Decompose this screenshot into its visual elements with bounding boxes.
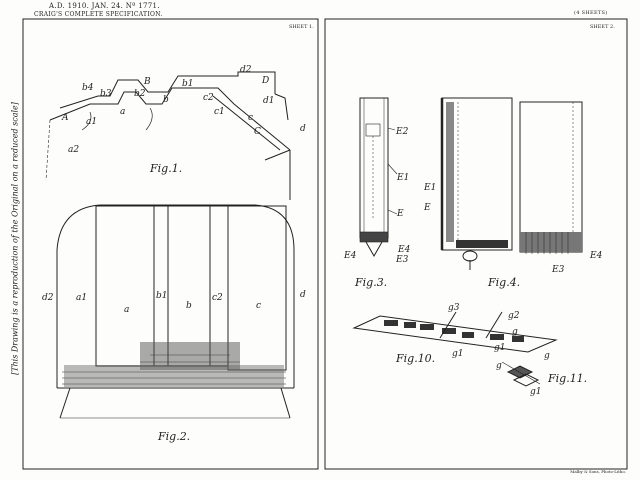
fig1-drawing <box>45 71 291 200</box>
fig3-drawing <box>359 97 398 258</box>
fig10-caption: Fig.10. <box>395 352 435 365</box>
label-b1: b1 <box>156 291 168 301</box>
label-d2: d2 <box>240 65 252 75</box>
label-a: a <box>120 107 125 117</box>
sheet-1-label: SHEET 1. <box>289 24 314 30</box>
label-b2: b2 <box>134 89 146 99</box>
fig4-drawing <box>440 97 583 270</box>
label-D: D <box>261 76 269 86</box>
label-g1: g1 <box>530 387 542 397</box>
sheet-borders <box>22 18 628 470</box>
fig2-caption: Fig.2. <box>157 430 190 443</box>
label-E1: E1 <box>396 173 409 183</box>
label-B: B <box>143 77 151 87</box>
label-d1: d1 <box>263 96 275 106</box>
label-g-right: g <box>544 351 550 361</box>
fig2-labels: d2 a1 a b1 b c2 c d Fig.2. <box>42 290 306 443</box>
label-b: b <box>163 95 169 105</box>
label-a1: a1 <box>86 117 97 127</box>
label-g1-second: g1 <box>494 343 506 353</box>
label-E: E <box>423 203 431 213</box>
fig11-labels: g g1 Fig.11. <box>496 361 587 397</box>
fig1-caption: Fig.1. <box>149 162 182 175</box>
specification-line: CRAIG'S COMPLETE SPECIFICATION. <box>34 11 163 18</box>
fig4-caption: Fig.4. <box>487 276 520 289</box>
label-E2: E2 <box>395 127 409 137</box>
label-E4: E4 <box>589 251 603 261</box>
label-d: d <box>300 290 306 300</box>
fig3-caption: Fig.3. <box>354 276 387 289</box>
label-g2: g2 <box>508 311 520 321</box>
label-g1: g1 <box>452 349 464 359</box>
label-E3: E3 <box>395 255 409 265</box>
label-a1: a1 <box>76 293 87 303</box>
label-d: d <box>300 124 306 134</box>
label-b4: b4 <box>82 83 94 93</box>
label-d2: d2 <box>42 293 54 303</box>
fig10-drawing <box>352 311 558 353</box>
label-E3: E3 <box>551 265 565 275</box>
label-b1: b1 <box>182 79 194 89</box>
label-A: A <box>61 113 69 123</box>
fig1-labels: b4 b3 B b2 b1 b c2 c1 c d2 D d1 A a1 a a… <box>61 65 306 175</box>
sheet-2-label: SHEET 2. <box>590 24 615 30</box>
label-c: c <box>248 113 253 123</box>
label-c: c <box>256 301 261 311</box>
label-c2: c2 <box>212 293 223 303</box>
fig3-labels: E2 E1 E E4 E4 E3 Fig.3. <box>343 127 411 289</box>
label-E4-right: E4 <box>397 245 411 255</box>
sheets-count: (4 SHEETS) <box>574 10 608 16</box>
label-g: g <box>496 361 502 371</box>
fig10-labels: g3 g2 g g1 g1 g Fig.10. <box>395 303 550 365</box>
label-b: b <box>186 301 192 311</box>
date-line: A.D. 1910. JAN. 24. Nº 1771. <box>49 2 160 10</box>
fig11-drawing <box>501 361 541 387</box>
label-b3: b3 <box>100 89 112 99</box>
label-E4-left: E4 <box>343 251 357 261</box>
label-c2: c2 <box>203 93 214 103</box>
label-g3: g3 <box>448 303 460 313</box>
label-g: g <box>512 327 518 337</box>
label-c1: c1 <box>214 107 225 117</box>
fig4-labels: E1 E E4 E3 Fig.4. <box>423 183 603 289</box>
printer-credit: Malby & Sons, Photo-Litho. <box>570 469 626 474</box>
fig11-caption: Fig.11. <box>547 372 587 385</box>
fig2-drawing <box>56 204 295 419</box>
label-E: E <box>396 209 404 219</box>
label-C: C <box>254 127 261 137</box>
label-E1: E1 <box>423 183 436 193</box>
label-a: a <box>124 305 129 315</box>
label-a2: a2 <box>68 145 79 155</box>
